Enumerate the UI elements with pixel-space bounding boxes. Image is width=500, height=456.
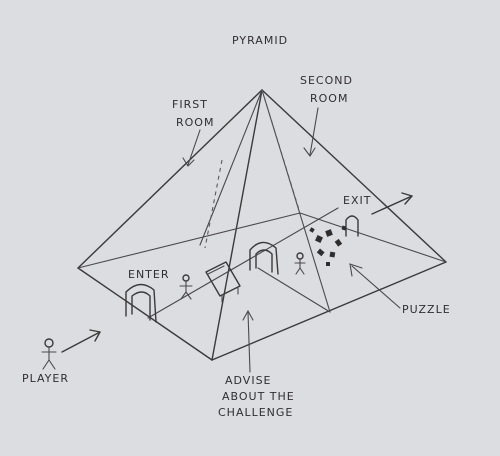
enter-label: ENTER [128,268,170,281]
advise-label-1: ADVISE [225,374,272,387]
advise-label-3: CHALLENGE [218,406,293,419]
title-label: PYRAMID [232,34,288,47]
puzzle-label: PUZZLE [402,303,451,316]
second-room-label-2: ROOM [310,92,348,105]
first-room-label-1: FIRST [172,98,208,111]
advise-label-2: ABOUT THE [222,390,295,403]
player-label: PLAYER [22,372,69,385]
exit-label: EXIT [343,194,371,207]
first-room-label-2: ROOM [176,116,214,129]
second-room-label-1: SECOND [300,74,353,87]
